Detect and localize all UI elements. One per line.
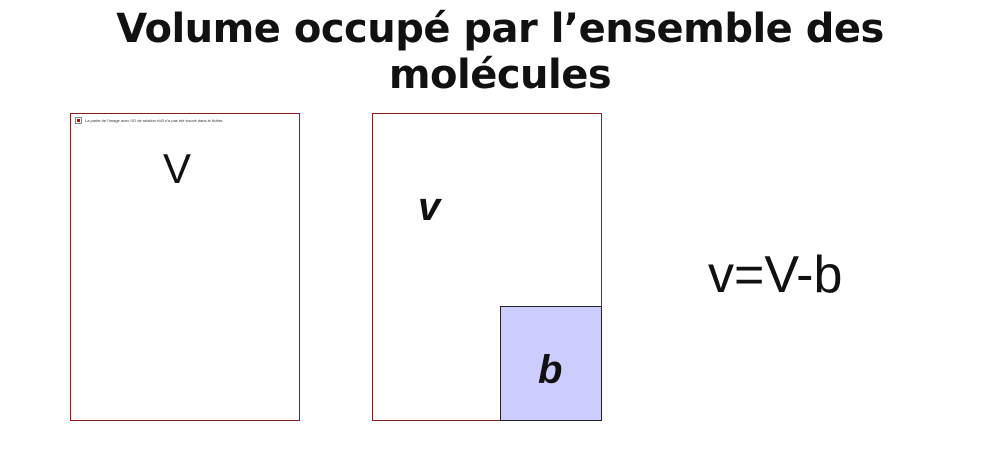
slide-title: Volume occupé par l’ensemble des molécul… [116,6,884,98]
broken-image-placeholder: La partie de l'image avec l'ID de relati… [75,117,223,124]
covolume-b-box [500,306,602,421]
free-volume-v-label: v [418,185,441,229]
volume-V-label: V [163,145,192,192]
covolume-b-label: b [538,348,563,392]
equation: v=V-b [708,246,843,304]
broken-image-text: La partie de l'image avec l'ID de relati… [85,118,224,123]
broken-image-icon [75,117,82,124]
total-volume-box: La partie de l'image avec l'ID de relati… [70,113,300,421]
